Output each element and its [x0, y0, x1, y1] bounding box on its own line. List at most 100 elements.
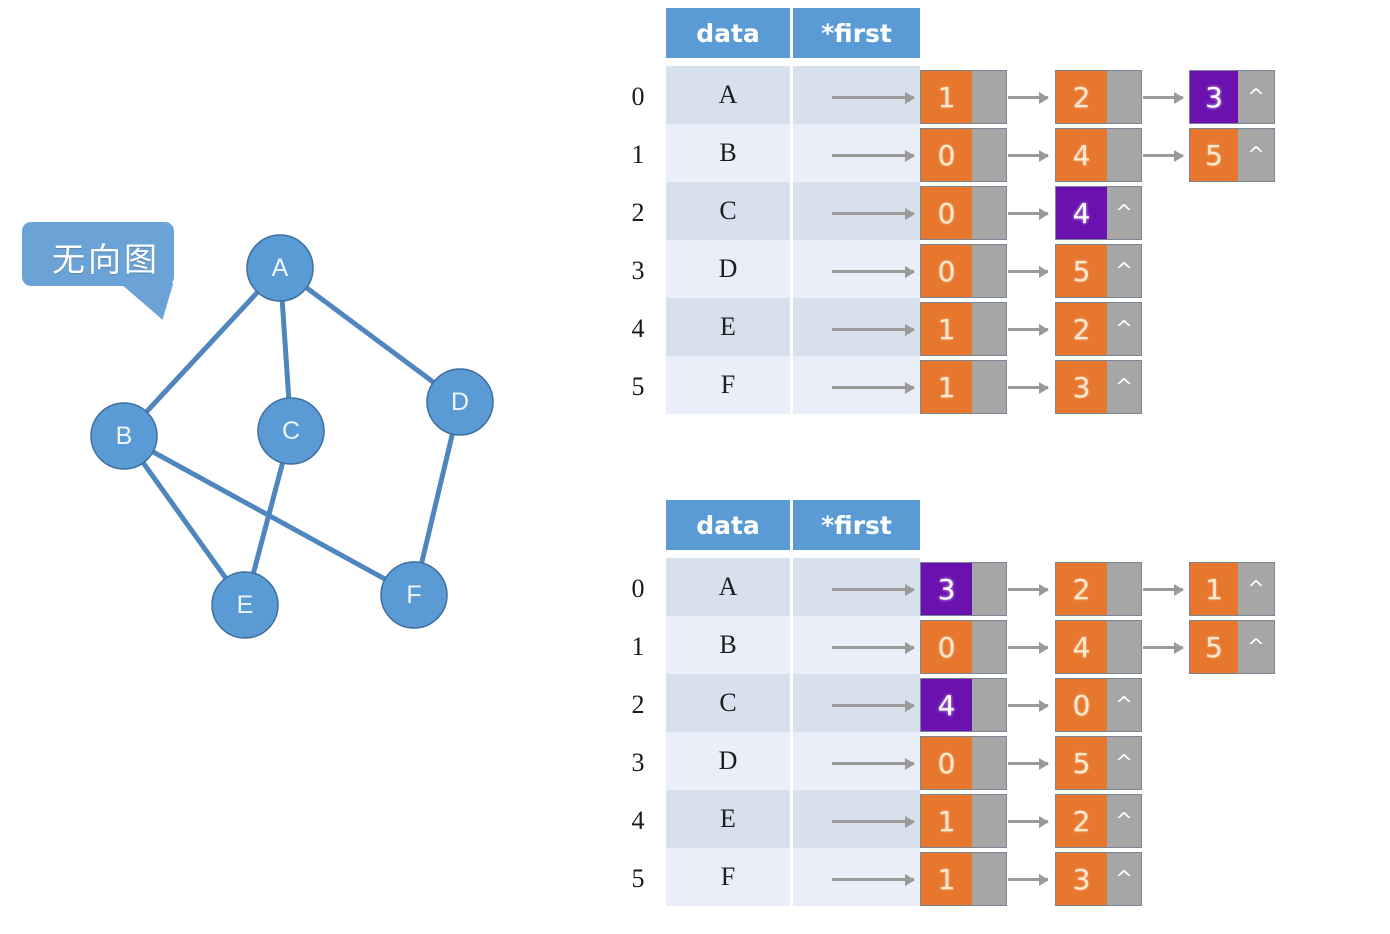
list-node[interactable]: 1	[920, 70, 1007, 124]
pointer-arrow-head	[832, 820, 914, 823]
table-row[interactable]: F	[666, 356, 920, 414]
cell-first-pointer	[793, 298, 920, 356]
row-index-1: 1	[631, 632, 645, 661]
table-row[interactable]: D	[666, 732, 920, 790]
graph-node-f[interactable]	[380, 561, 448, 629]
list-node-value: 4	[1056, 129, 1107, 181]
list-node[interactable]: 1	[920, 302, 1007, 356]
list-node[interactable]: 4	[1055, 620, 1142, 674]
pointer-arrow-head	[832, 588, 914, 591]
list-node-value: 0	[1056, 679, 1107, 731]
list-node[interactable]: 3^	[1189, 70, 1275, 124]
row-index-3: 3	[631, 256, 645, 285]
list-node[interactable]: 0	[920, 244, 1007, 298]
list-node-next-pointer: ^	[1107, 737, 1141, 789]
cell-first-pointer	[793, 66, 920, 124]
list-node-next-pointer	[1107, 129, 1141, 181]
table-row[interactable]: C	[666, 182, 920, 240]
list-node[interactable]: 0	[920, 128, 1007, 182]
list-node-next-pointer: ^	[1107, 187, 1141, 239]
column-header-data: data	[666, 8, 790, 58]
pointer-arrow-next	[1008, 154, 1048, 157]
cell-first-pointer	[793, 240, 920, 298]
list-node-next-pointer: ^	[1107, 679, 1141, 731]
list-node[interactable]: 4	[1055, 128, 1142, 182]
list-node[interactable]: 0	[920, 620, 1007, 674]
graph-node-e[interactable]	[211, 571, 279, 639]
pointer-arrow-head	[832, 328, 914, 331]
pointer-arrow-head	[832, 704, 914, 707]
pointer-arrow-next	[1143, 154, 1183, 157]
list-node[interactable]: 3^	[1055, 360, 1142, 414]
cell-data: A	[666, 558, 790, 616]
pointer-arrow-head	[832, 762, 914, 765]
list-node[interactable]: 0	[920, 186, 1007, 240]
list-node-value: 4	[921, 679, 972, 731]
list-node-value: 0	[921, 245, 972, 297]
pointer-arrow-next	[1008, 588, 1048, 591]
cell-first-pointer	[793, 182, 920, 240]
list-node[interactable]: 0^	[1055, 678, 1142, 732]
pointer-arrow-next	[1008, 270, 1048, 273]
pointer-arrow-next	[1143, 96, 1183, 99]
table-row[interactable]: D	[666, 240, 920, 298]
graph-node-a[interactable]	[246, 234, 314, 302]
table-row[interactable]: A	[666, 66, 920, 124]
list-node-next-pointer	[972, 245, 1006, 297]
list-node-next-pointer	[972, 679, 1006, 731]
list-node[interactable]: 1	[920, 360, 1007, 414]
row-index-5: 5	[631, 372, 645, 401]
list-node[interactable]: 3^	[1055, 852, 1142, 906]
table-row[interactable]: F	[666, 848, 920, 906]
table-row[interactable]: E	[666, 298, 920, 356]
graph-node-d[interactable]	[426, 368, 494, 436]
list-node[interactable]: 5^	[1055, 244, 1142, 298]
list-node-value: 0	[921, 187, 972, 239]
table-row[interactable]: A	[666, 558, 920, 616]
table-row[interactable]: E	[666, 790, 920, 848]
row-index-2: 2	[631, 690, 645, 719]
pointer-arrow-next	[1008, 386, 1048, 389]
list-node-value: 3	[1056, 361, 1107, 413]
list-node[interactable]: 1^	[1189, 562, 1275, 616]
list-node-value: 1	[921, 71, 972, 123]
list-node[interactable]: 2	[1055, 70, 1142, 124]
list-node-next-pointer	[972, 303, 1006, 355]
cell-data: B	[666, 616, 790, 674]
list-node[interactable]: 2^	[1055, 302, 1142, 356]
list-node-value: 4	[1056, 621, 1107, 673]
list-node-next-pointer: ^	[1107, 303, 1141, 355]
list-node-value: 0	[921, 737, 972, 789]
list-node-next-pointer: ^	[1107, 853, 1141, 905]
cell-data: D	[666, 732, 790, 790]
list-node[interactable]: 1	[920, 852, 1007, 906]
list-node-value: 1	[921, 795, 972, 847]
list-node[interactable]: 2^	[1055, 794, 1142, 848]
list-node[interactable]: 2	[1055, 562, 1142, 616]
table-row[interactable]: B	[666, 124, 920, 182]
table-row[interactable]: C	[666, 674, 920, 732]
list-node-next-pointer	[972, 853, 1006, 905]
pointer-arrow-next	[1008, 212, 1048, 215]
list-node[interactable]: 3	[920, 562, 1007, 616]
list-node[interactable]: 5^	[1055, 736, 1142, 790]
graph-caption-bubble	[22, 222, 174, 320]
list-node[interactable]: 4^	[1055, 186, 1142, 240]
graph-node-c[interactable]	[257, 397, 325, 465]
list-node[interactable]: 4	[920, 678, 1007, 732]
list-node[interactable]: 5^	[1189, 128, 1275, 182]
pointer-arrow-next	[1008, 646, 1048, 649]
list-node-value: 2	[1056, 795, 1107, 847]
list-node[interactable]: 0	[920, 736, 1007, 790]
list-node[interactable]: 1	[920, 794, 1007, 848]
list-node[interactable]: 5^	[1189, 620, 1275, 674]
list-node-value: 5	[1056, 245, 1107, 297]
column-header-first: *first	[793, 8, 920, 58]
table-row[interactable]: B	[666, 616, 920, 674]
graph-node-b[interactable]	[90, 402, 158, 470]
list-node-next-pointer: ^	[1238, 129, 1274, 181]
row-index-3: 3	[631, 748, 645, 777]
